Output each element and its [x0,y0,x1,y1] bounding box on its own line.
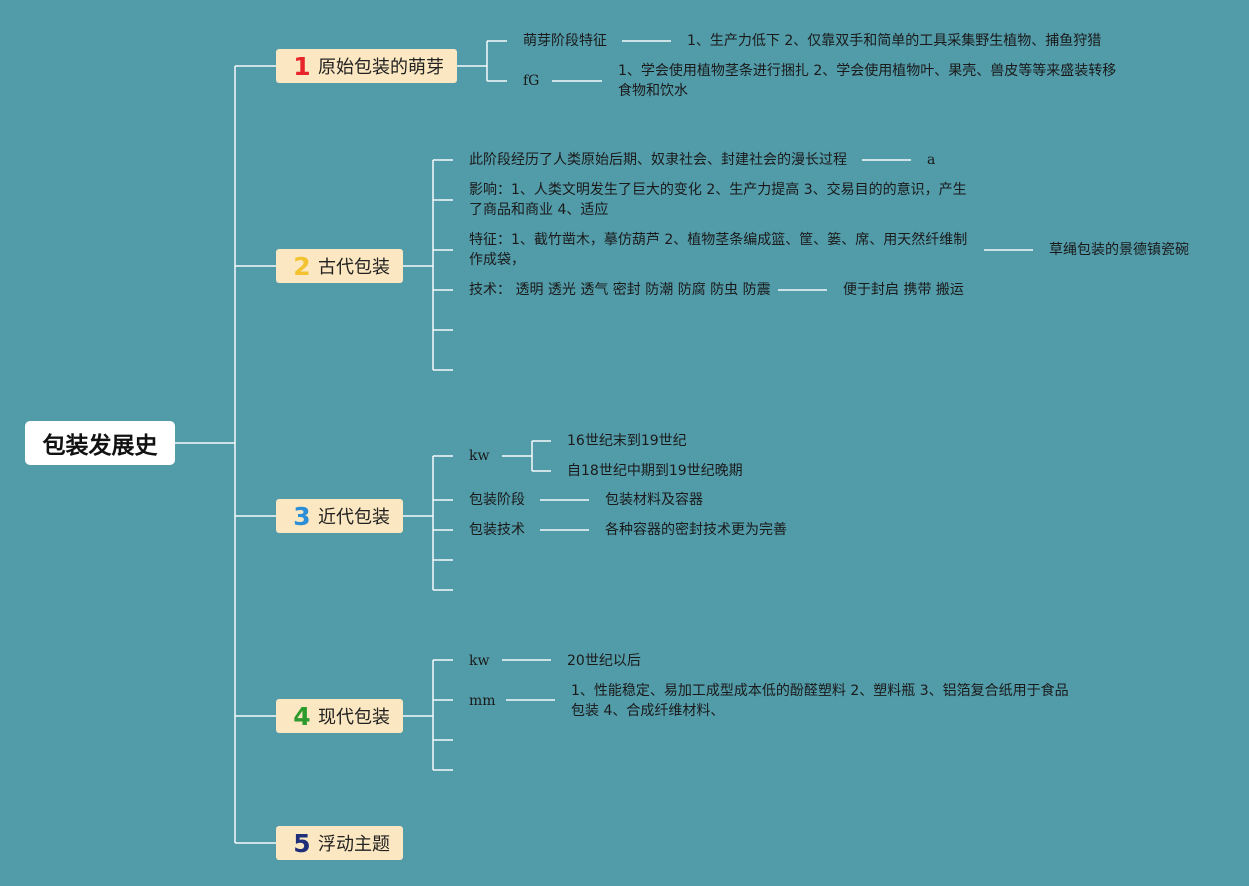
branch-label: 原始包装的萌芽 [318,57,444,78]
subtopic-ancient-period[interactable]: 此阶段经历了人类原始后期、奴隶社会、封建社会的漫长过程 [469,152,847,168]
subtopic-ancient-features-detail[interactable]: 草绳包装的景德镇瓷碗 [1049,242,1189,258]
subtopic-kw-period-a[interactable]: 16世纪末到19世纪 [567,433,687,449]
central-topic[interactable]: 包装发展史 [25,421,175,465]
subtopic-sprout-features[interactable]: 萌芽阶段特征 [523,33,607,49]
branch-label: 古代包装 [318,257,390,278]
number-4-icon: 4 [293,701,311,731]
subtopic-packaging-technique[interactable]: 包装技术 [469,522,525,538]
subtopic-fg[interactable]: fG [523,73,540,89]
branch-ancient-packaging[interactable]: 2 古代包装 [276,249,403,283]
branch-label: 现代包装 [318,707,390,728]
subtopic-kw-period-b[interactable]: 自18世纪中期到19世纪晚期 [567,463,743,479]
branch-label: 近代包装 [318,507,390,528]
number-2-icon: 2 [293,251,311,281]
subtopic-ancient-technique[interactable]: 技术： 透明 透光 透气 密封 防潮 防腐 防虫 防震 [469,282,771,298]
branch-modern-packaging[interactable]: 4 现代包装 [276,699,403,733]
subtopic-ancient-influence[interactable]: 影响：1、人类文明发生了巨大的变化 2、生产力提高 3、交易目的的意识，产生了商… [469,182,967,218]
subtopic-packaging-technique-detail[interactable]: 各种容器的密封技术更为完善 [605,522,787,538]
subtopic-ancient-technique-detail[interactable]: 便于封启 携带 搬运 [843,282,964,298]
subtopic-mm[interactable]: mm [469,693,496,709]
subtopic-ancient-features[interactable]: 特征：1、截竹凿木，摹仿葫芦 2、植物茎条编成篮、筐、篓、席、用天然纤维制作成袋… [469,232,968,268]
subtopic-packaging-stage-detail[interactable]: 包装材料及容器 [605,492,703,508]
branch-primitive-packaging[interactable]: 1 原始包装的萌芽 [276,49,457,83]
branch-floating-topic[interactable]: 5 浮动主题 [276,826,403,860]
subtopic-ancient-period-detail[interactable]: a [927,152,936,168]
subtopic-packaging-stage[interactable]: 包装阶段 [469,492,525,508]
branch-label: 浮动主题 [318,834,390,855]
subtopic-kw[interactable]: kw [469,448,490,464]
branch-early-modern-packaging[interactable]: 3 近代包装 [276,499,403,533]
number-3-icon: 3 [293,501,311,531]
subtopic-mm-detail[interactable]: 1、性能稳定、易加工成型成本低的酚醛塑料 2、塑料瓶 3、铝箔复合纸用于食品包装… [571,683,1069,719]
subtopic-fg-detail[interactable]: 1、学会使用植物茎条进行捆扎 2、学会使用植物叶、果壳、兽皮等等来盛装转移食物和… [618,63,1117,99]
number-1-icon: 1 [293,51,311,81]
subtopic-kw-modern[interactable]: kw [469,653,490,669]
subtopic-kw-modern-detail[interactable]: 20世纪以后 [567,653,641,669]
number-5-icon: 5 [293,828,311,858]
subtopic-sprout-features-detail[interactable]: 1、生产力低下 2、仅靠双手和简单的工具采集野生植物、捕鱼狩猎 [687,33,1102,49]
